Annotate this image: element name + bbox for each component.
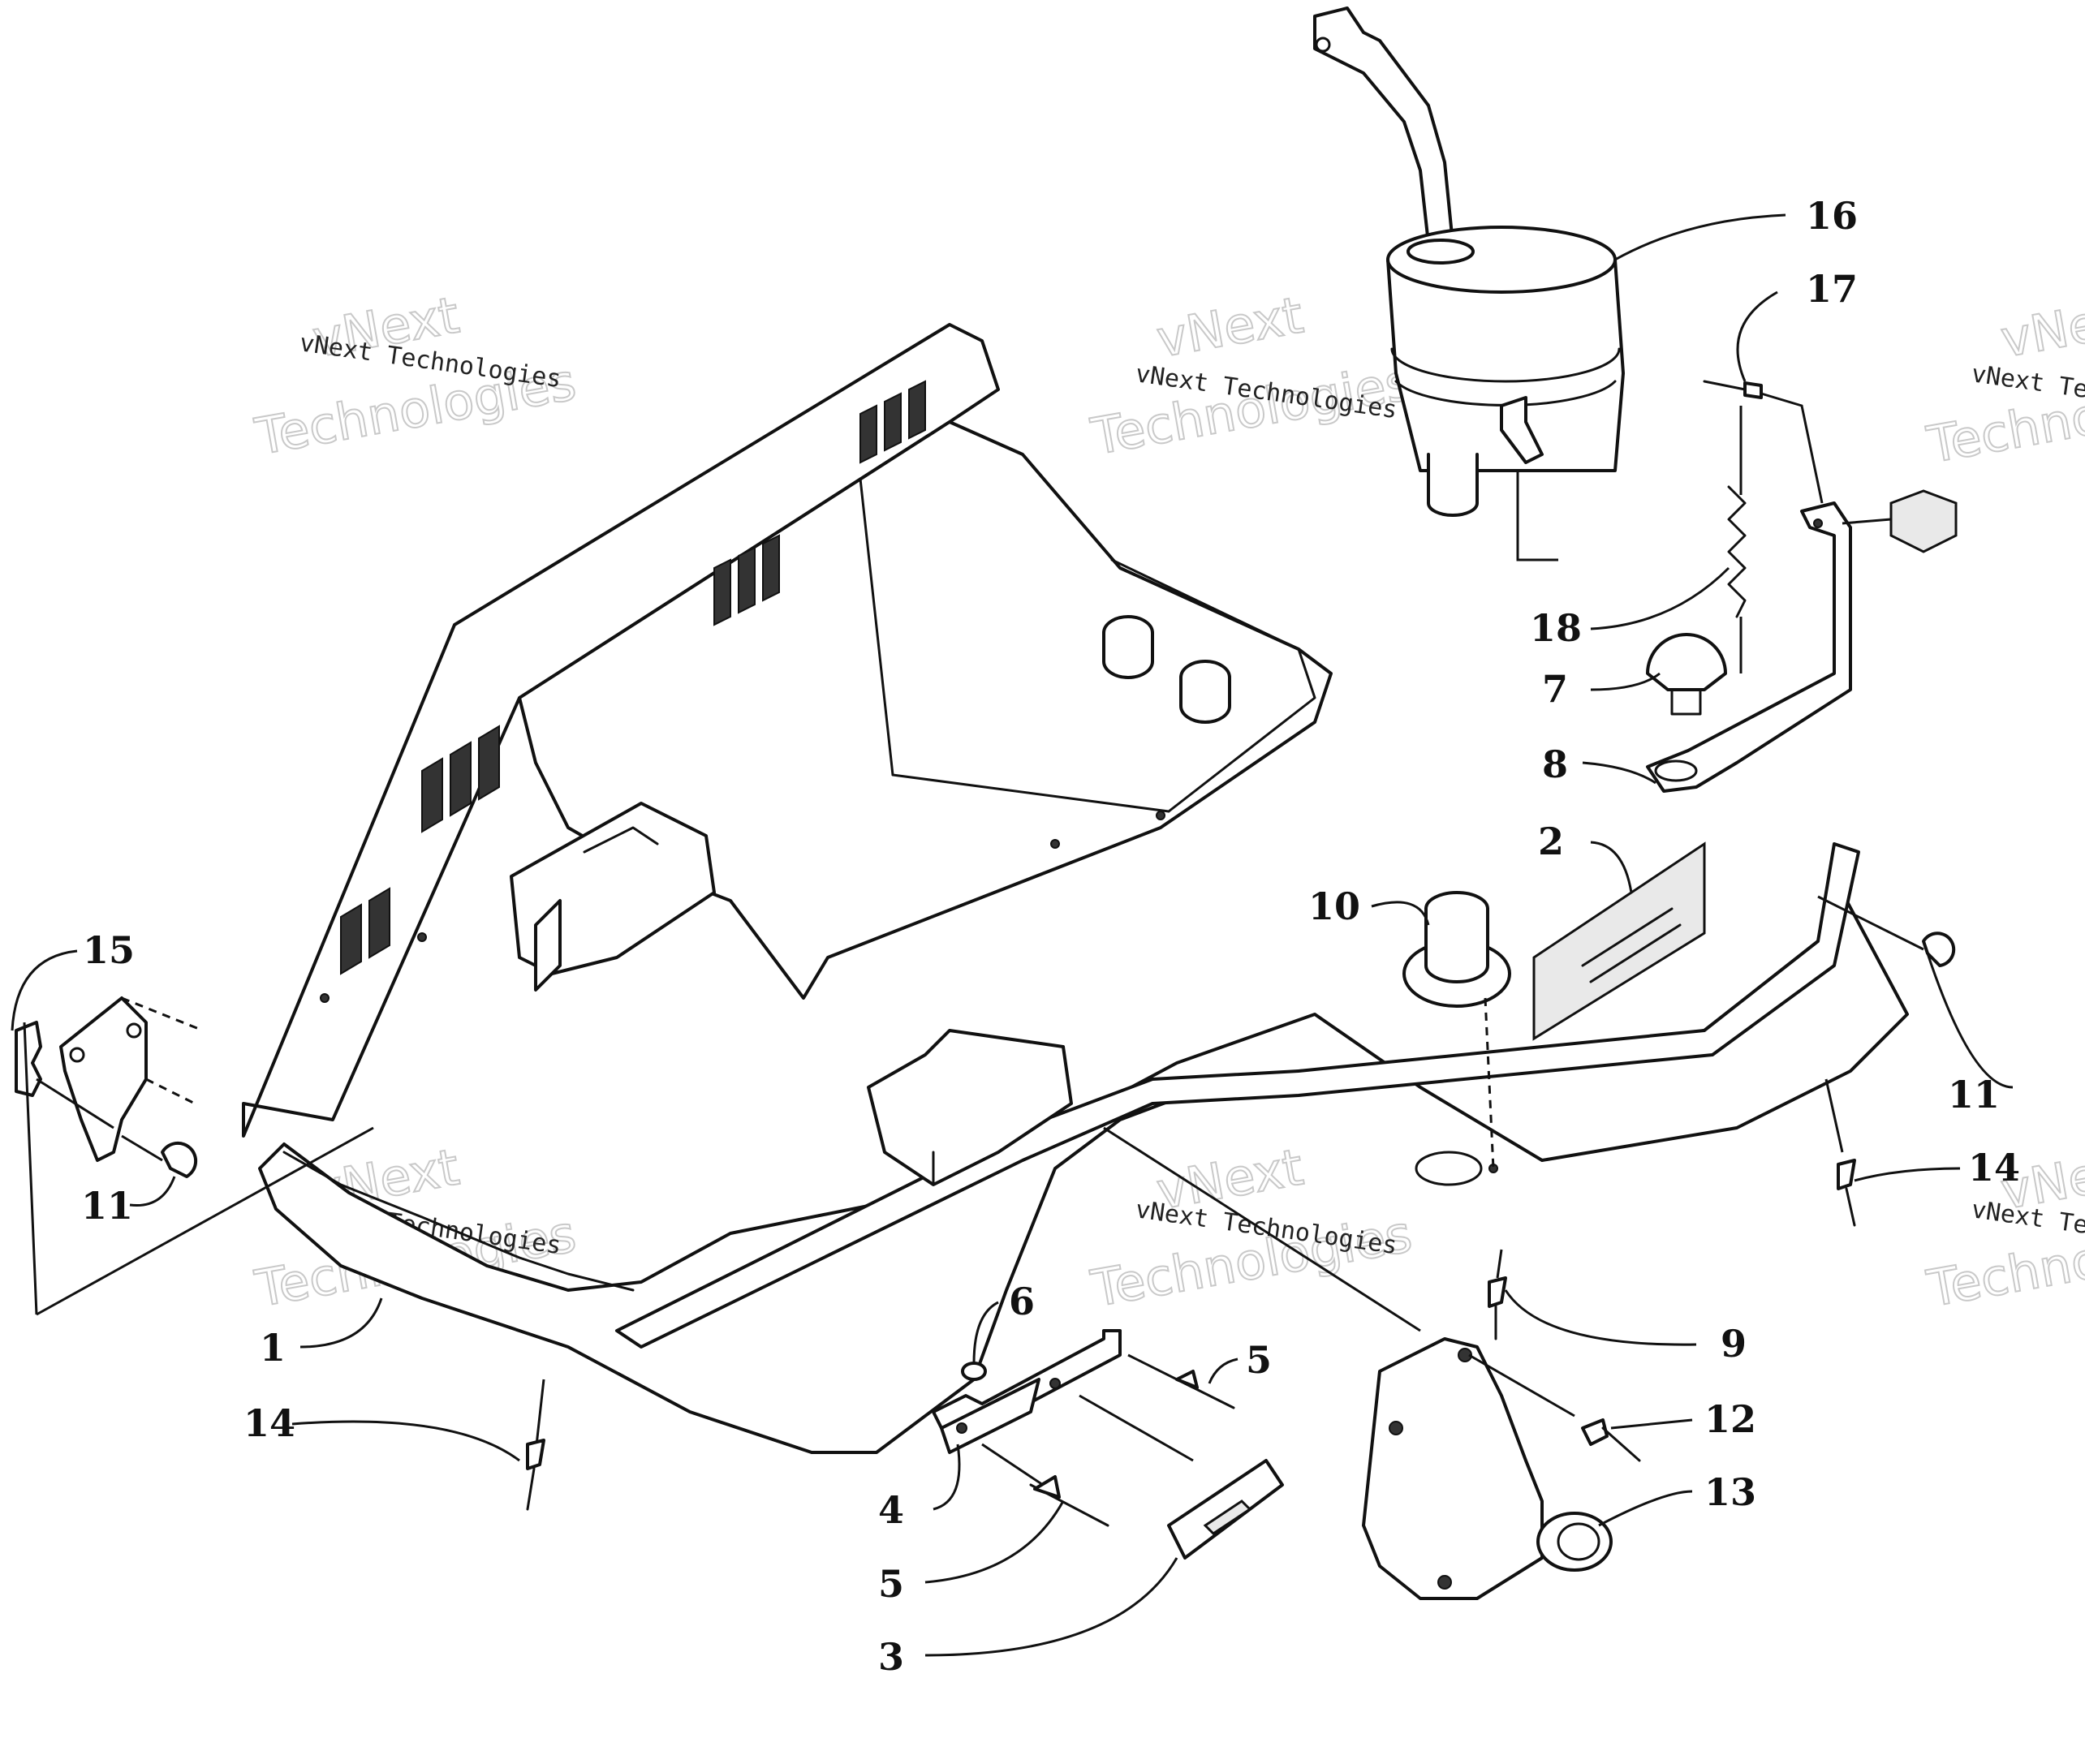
watermark-top-right: vNext Technologies vNext Technologies <box>1922 284 2085 475</box>
callout-16: 16 <box>1614 194 1858 261</box>
callout-label-6: 6 <box>1009 1280 1035 1323</box>
watermark-top-center: vNext Technologies vNext Technologies <box>1086 284 1417 467</box>
reflector-part-3 <box>1167 1459 1284 1560</box>
muffler-bracket-part-8 <box>1646 406 1958 793</box>
callout-3: 3 <box>878 1557 1178 1679</box>
callout-17: 17 <box>1736 267 1858 382</box>
bracket-part-4 <box>932 1329 1194 1495</box>
rivet-part-12 <box>1581 1418 1641 1462</box>
muffler-part-16 <box>1313 6 1625 561</box>
callout-label-2: 2 <box>1538 820 1564 863</box>
callout-label-10: 10 <box>1308 884 1360 928</box>
callout-5-lower: 5 <box>878 1500 1065 1606</box>
rivet-part-9 <box>1488 1249 1507 1340</box>
callout-label-11-right: 11 <box>1948 1073 2000 1116</box>
callout-11-left: 11 <box>81 1176 176 1228</box>
callout-label-7: 7 <box>1542 667 1568 711</box>
decal-part-2 <box>1532 841 1706 1041</box>
callout-8: 8 <box>1542 742 1656 786</box>
callout-label-14-right: 14 <box>1968 1146 2020 1190</box>
watermark-top-left: vNext Technologies vNext Technologies <box>250 284 581 467</box>
callout-11-right: 11 <box>1926 953 2014 1116</box>
part-1-leaders <box>23 1022 374 1316</box>
grommet-part-10 <box>1402 891 1511 1169</box>
latch-part-15 <box>15 996 204 1178</box>
callout-label-16: 16 <box>1806 194 1858 238</box>
air-intake-part-13 <box>1103 1126 1613 1600</box>
callout-5-upper: 5 <box>1208 1338 1272 1384</box>
watermark-bottom-center: vNext Technologies vNext Technologies <box>1086 1136 1417 1319</box>
push-rivet-part-11-right <box>1817 895 1956 967</box>
callout-14-left: 14 <box>243 1401 520 1462</box>
callout-14-right: 14 <box>1854 1146 2020 1190</box>
rivet-part-14-right <box>1824 1078 1856 1227</box>
callout-label-13: 13 <box>1704 1470 1756 1514</box>
callout-15: 15 <box>11 928 135 1031</box>
callout-1: 1 <box>260 1297 383 1370</box>
callout-12: 12 <box>1610 1397 1756 1441</box>
callout-label-8: 8 <box>1542 742 1568 786</box>
washer-part-6 <box>961 1362 987 1381</box>
callout-label-4: 4 <box>878 1488 904 1532</box>
callout-10: 10 <box>1308 884 1430 928</box>
callout-label-15: 15 <box>83 928 135 972</box>
callout-18: 18 <box>1530 566 1730 650</box>
callout-2: 2 <box>1538 820 1633 893</box>
belly-pan-part-1 <box>242 323 1909 1454</box>
rivet-part-14-left <box>526 1379 545 1511</box>
tray-bosses <box>1102 615 1231 724</box>
callout-label-5-lower: 5 <box>878 1562 904 1606</box>
svg-text:vNext: vNext <box>1152 285 1307 368</box>
callout-7: 7 <box>1542 667 1661 711</box>
callout-label-12: 12 <box>1704 1397 1756 1441</box>
callout-label-18: 18 <box>1530 606 1582 650</box>
callout-label-17: 17 <box>1806 267 1858 311</box>
callout-label-14-left: 14 <box>243 1401 295 1445</box>
rivets-part-5 <box>1029 1370 1235 1527</box>
rivet-part-17 <box>1703 380 1824 504</box>
callout-13: 13 <box>1598 1470 1756 1527</box>
callout-label-5-upper: 5 <box>1246 1338 1272 1382</box>
vent-slots <box>340 380 926 975</box>
callout-9: 9 <box>1504 1289 1747 1366</box>
callout-label-3: 3 <box>878 1635 904 1679</box>
callout-label-1: 1 <box>260 1326 286 1370</box>
callout-label-9: 9 <box>1721 1322 1747 1366</box>
callout-4: 4 <box>878 1443 961 1532</box>
svg-text:vNext: vNext <box>1997 285 2085 368</box>
callout-label-11-left: 11 <box>81 1184 133 1228</box>
callout-6: 6 <box>972 1280 1035 1364</box>
